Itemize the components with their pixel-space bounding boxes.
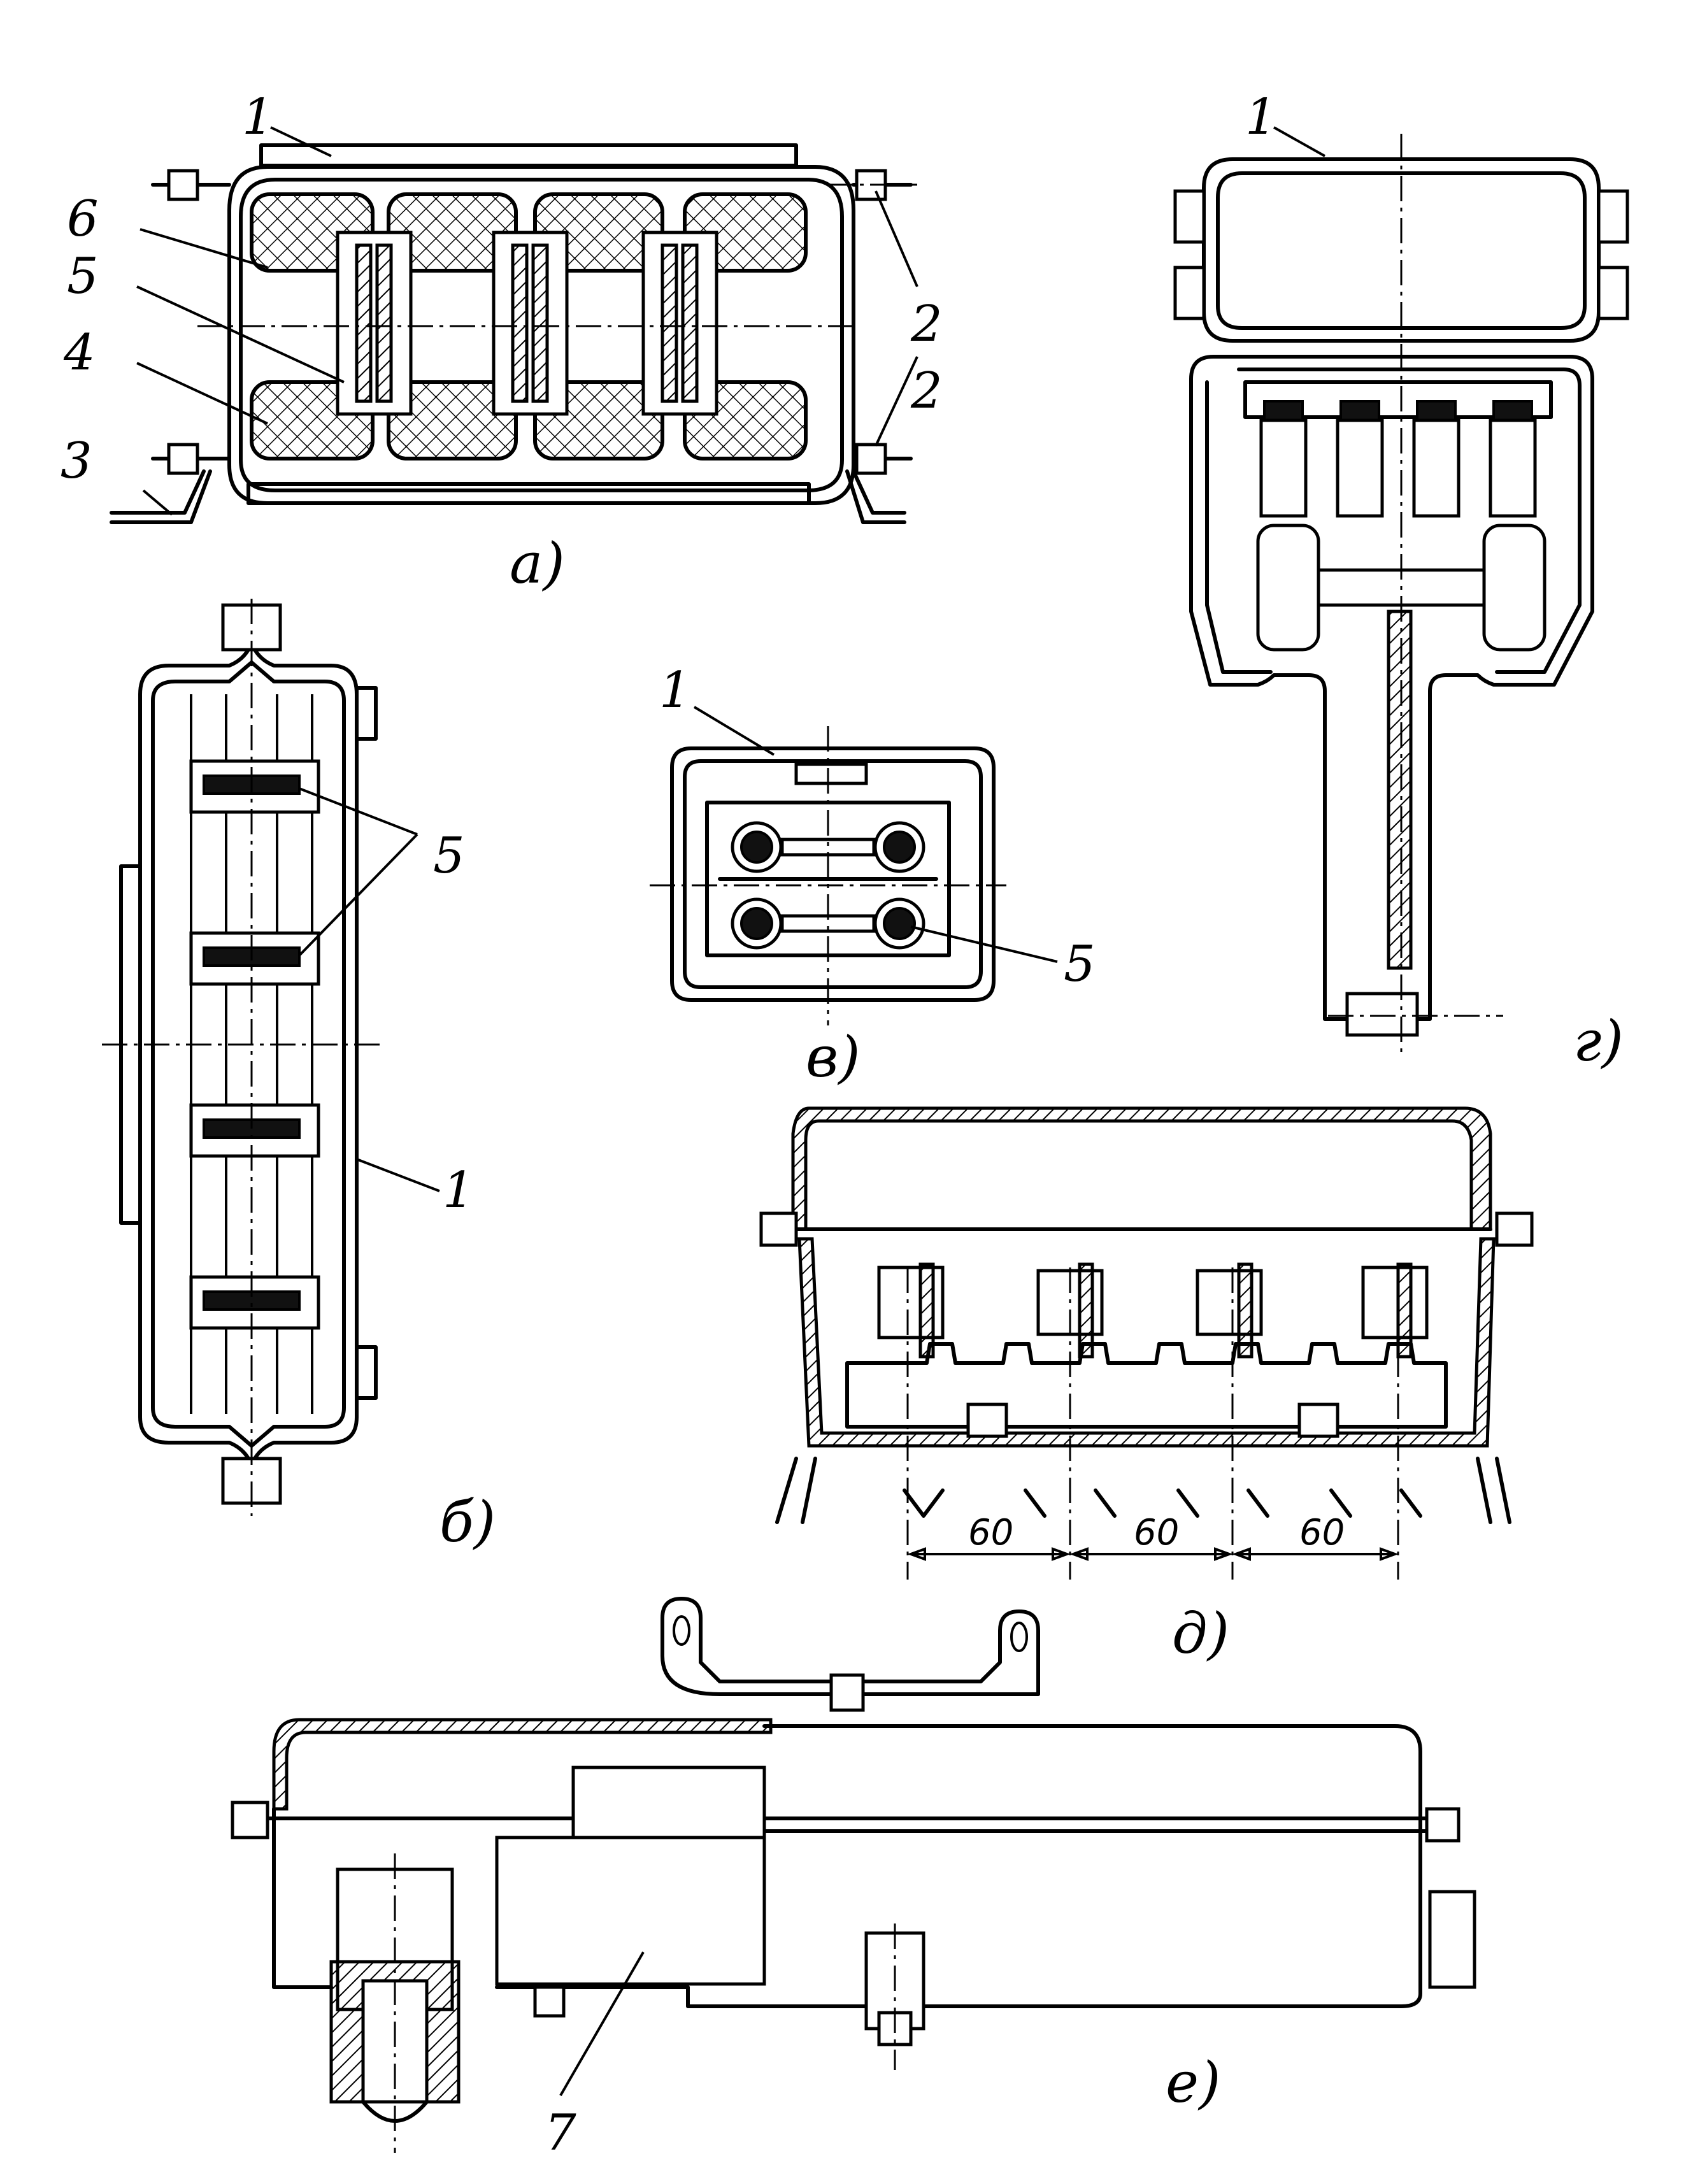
mounting-bracket-right xyxy=(845,469,906,524)
caption-g: г) xyxy=(1573,1008,1624,1074)
view-d: 60 60 60 д) xyxy=(759,1106,1534,1666)
view-b: 5 1 б) xyxy=(102,599,496,1555)
housing-b-inner xyxy=(151,660,346,1448)
label-e-7: 7 xyxy=(545,2104,576,2162)
caption-b: б) xyxy=(439,1489,496,1555)
hanger-hole-right xyxy=(1010,1622,1028,1652)
label-b-1: 1 xyxy=(443,1162,475,1219)
dimension-lines-d xyxy=(907,1547,1399,1561)
label-a-2-top: 2 xyxy=(910,296,943,353)
housing-v-inner xyxy=(683,759,983,989)
view-g: 1 г) xyxy=(1173,89,1629,1074)
housing-inner xyxy=(239,178,844,492)
dimension-d-1: 60 xyxy=(968,1512,1013,1553)
housing-b-outer xyxy=(138,641,359,1467)
hanger-bracket-e xyxy=(661,1597,1040,1696)
label-a-6: 6 xyxy=(67,190,99,248)
leader-e-7 xyxy=(559,1951,645,2097)
housing-e xyxy=(272,1724,1422,2008)
component-e-7 xyxy=(495,1836,766,1986)
leader-v-1 xyxy=(693,706,775,756)
side-bolts-e xyxy=(1428,1890,1476,1989)
bolt-d-right xyxy=(1495,1211,1534,1247)
bolt-e-hanger xyxy=(829,1673,865,1712)
label-a-3: 3 xyxy=(61,432,92,490)
conductor-clamps xyxy=(336,231,718,416)
drive-rod-g xyxy=(1387,610,1413,970)
caption-d: д) xyxy=(1172,1601,1229,1666)
tray-d xyxy=(797,1237,1496,1448)
insulator-bar-g xyxy=(1243,380,1553,419)
housing-g-top xyxy=(1202,157,1601,343)
dimension-d-3: 60 xyxy=(1299,1512,1345,1553)
housing-g-top-inner xyxy=(1216,171,1587,330)
bolt-e-bottom xyxy=(533,1985,566,2018)
roller-left xyxy=(1256,524,1320,652)
caption-a: а) xyxy=(510,531,565,596)
leader-lines-b xyxy=(298,787,440,1192)
label-g-1: 1 xyxy=(1245,89,1277,146)
housing-outer xyxy=(227,165,855,505)
mounting-bracket-left xyxy=(110,469,212,524)
bus-plate-top xyxy=(259,143,798,168)
conductors-b xyxy=(189,759,320,1330)
leader-v-5 xyxy=(910,925,1058,963)
bus-plate-bottom xyxy=(246,482,811,505)
cover-e xyxy=(272,1718,773,1811)
cover-d xyxy=(791,1106,1492,1231)
label-v-5: 5 xyxy=(1064,936,1096,993)
insulator-frame-v xyxy=(705,801,951,957)
bolt-e-left xyxy=(231,1801,269,1839)
dimension-d-2: 60 xyxy=(1134,1512,1179,1553)
clamp-v xyxy=(794,762,868,785)
view-a: 1 2 2 3 4 5 6 а) xyxy=(61,89,943,596)
caption-e: е) xyxy=(1166,2050,1220,2115)
insulators-g xyxy=(1259,400,1537,518)
support-e-bolt xyxy=(877,2011,913,2046)
support-rails-b xyxy=(190,694,313,1414)
leader-lines-a xyxy=(136,126,918,516)
bolts-g xyxy=(1173,189,1629,1037)
bolt-e-right xyxy=(1425,1807,1461,1843)
contact-clamps-d xyxy=(877,1262,1429,1359)
side-cover-right xyxy=(355,686,378,741)
insulator-comb-d xyxy=(845,1342,1448,1429)
caption-v: в) xyxy=(806,1024,861,1090)
label-a-2-bottom: 2 xyxy=(910,362,943,420)
label-a-5: 5 xyxy=(67,248,99,305)
housing-g-body-inner xyxy=(1205,368,1582,674)
view-v: 1 5 в) xyxy=(650,662,1096,1090)
roller-right xyxy=(1482,524,1546,652)
side-cover-right-bottom xyxy=(355,1345,378,1400)
component-e-upper xyxy=(571,1766,766,1839)
bolt-d-left xyxy=(759,1211,798,1247)
label-v-1: 1 xyxy=(659,662,691,719)
label-b-5: 5 xyxy=(433,827,465,885)
bottom-contacts-d xyxy=(775,1402,1511,1524)
label-a-1: 1 xyxy=(242,89,274,146)
housing-v-outer xyxy=(670,746,996,1002)
view-e: 7 е) xyxy=(231,1597,1476,2162)
label-a-4: 4 xyxy=(63,324,96,382)
hanger-hole-left xyxy=(673,1615,690,1646)
leader-g-1 xyxy=(1273,126,1325,157)
